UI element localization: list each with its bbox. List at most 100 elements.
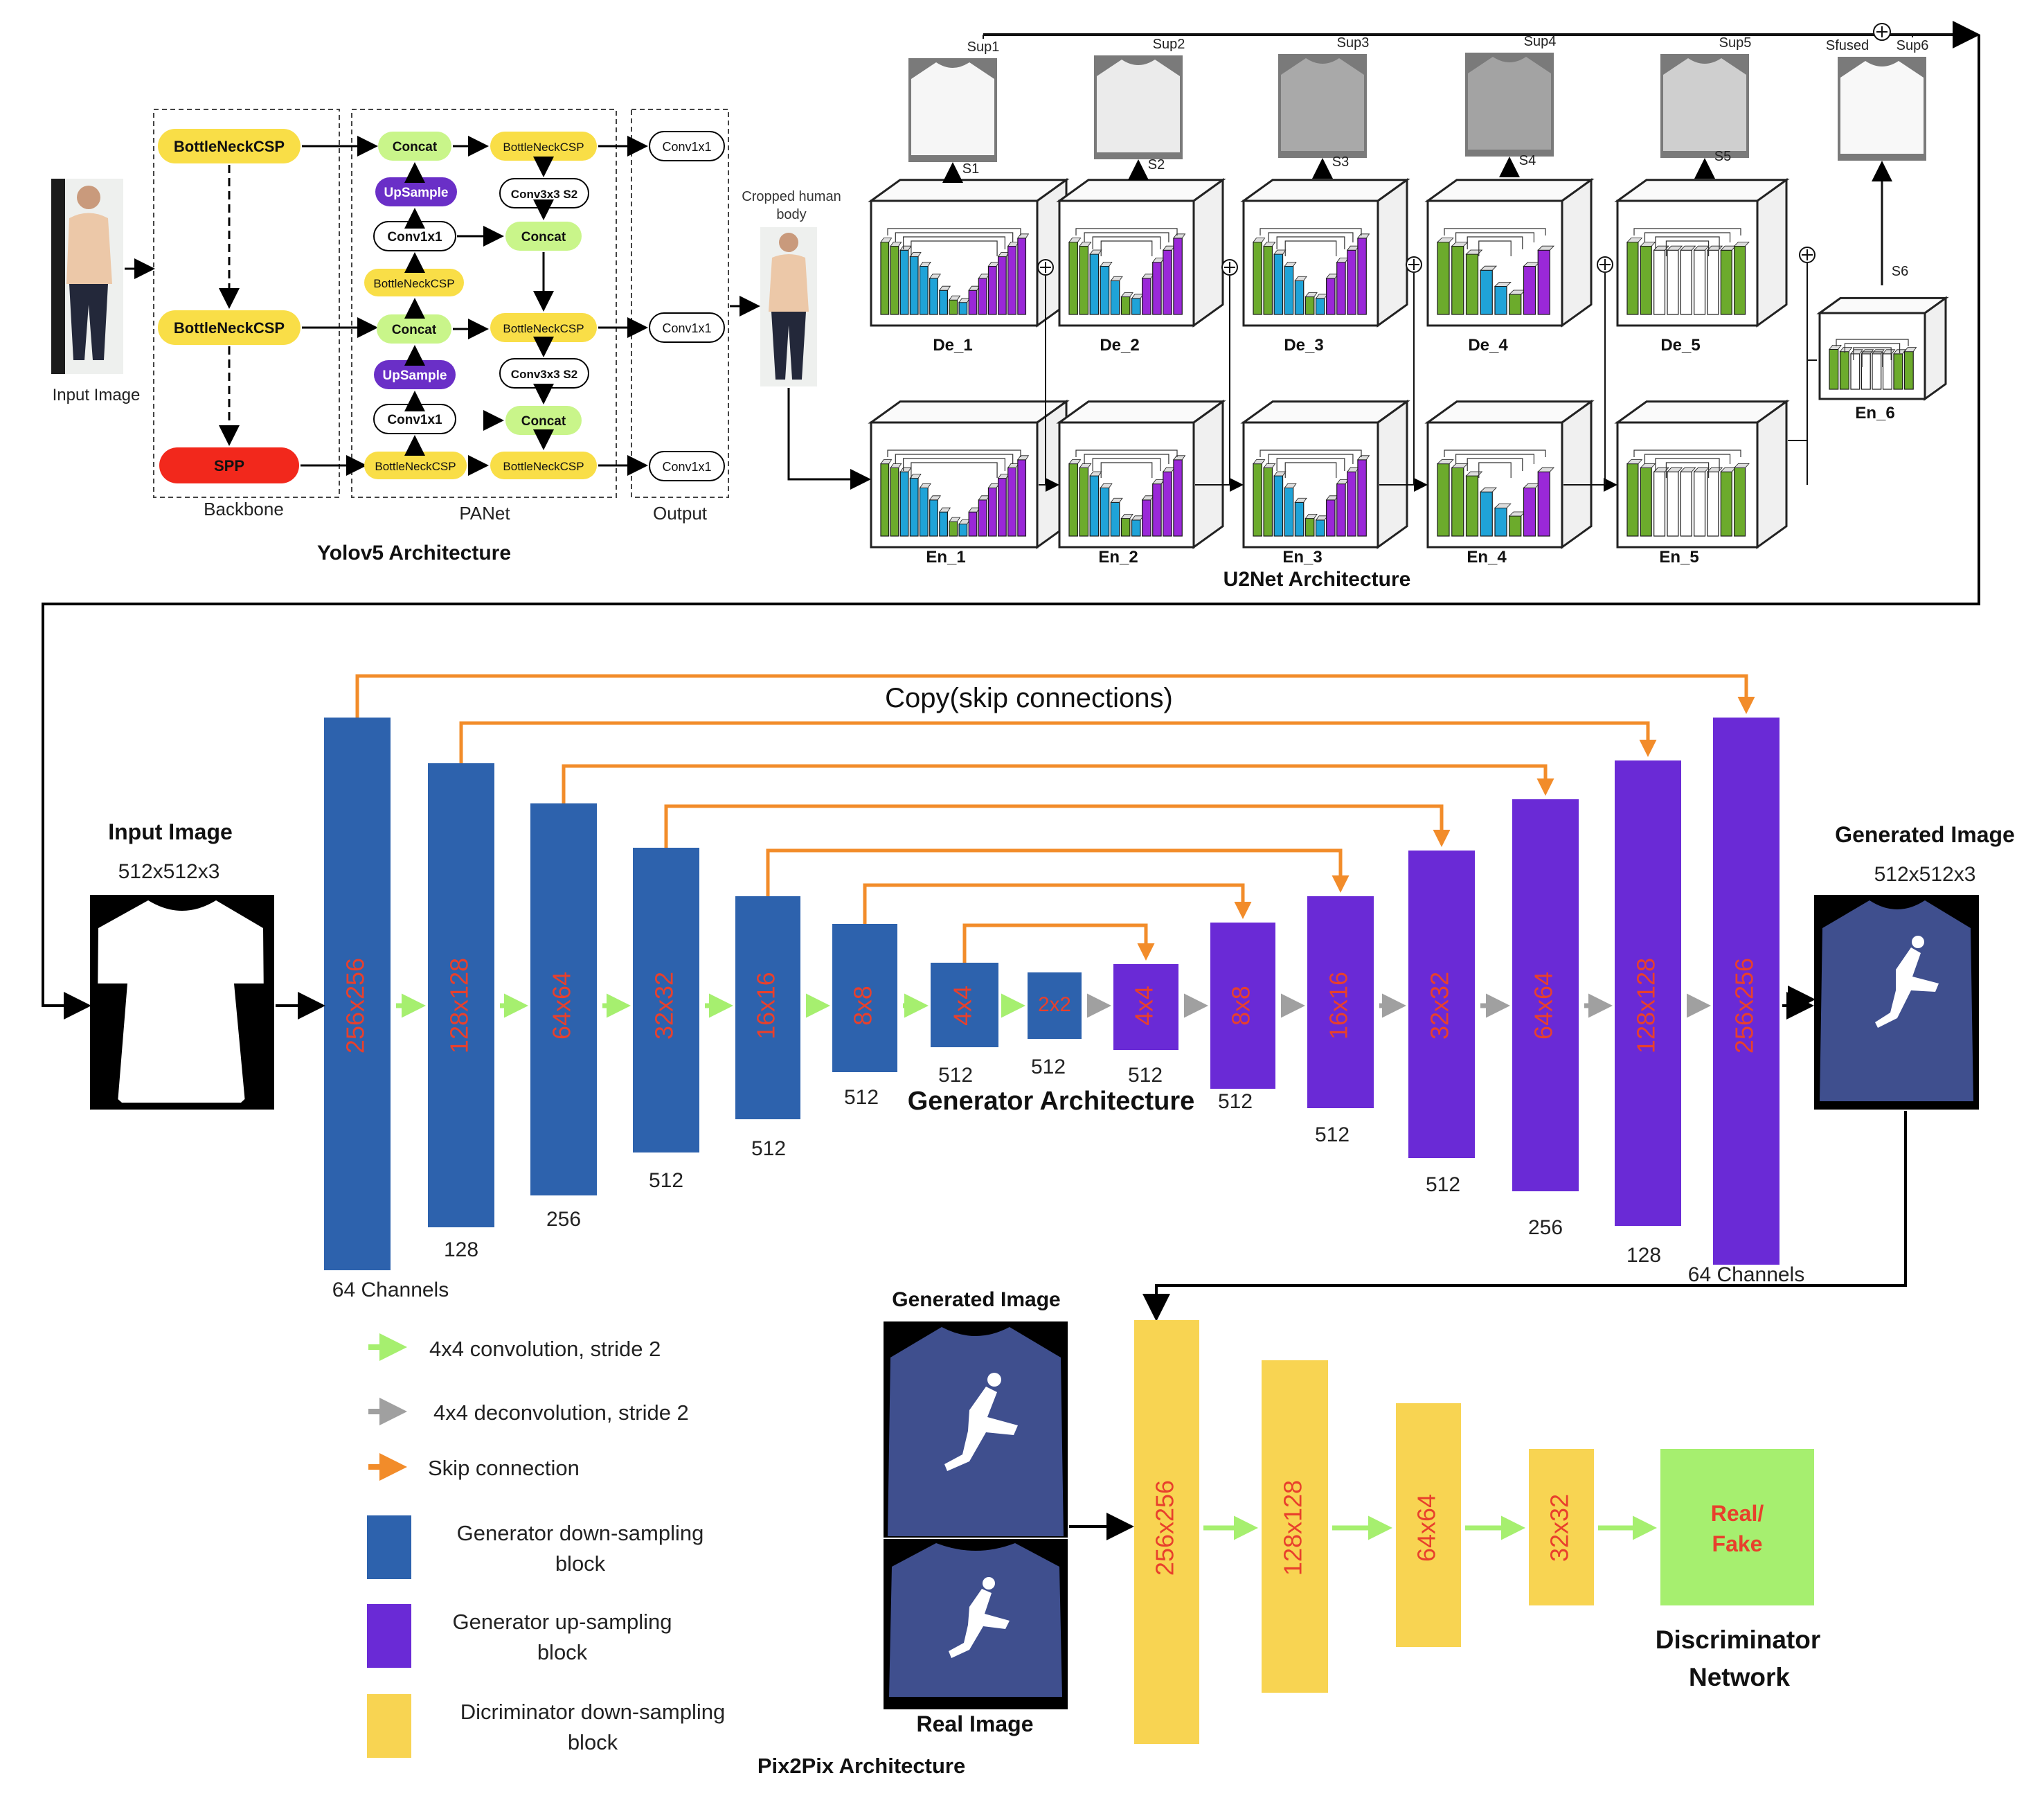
legend: 4x4 convolution, stride 2 4x4 deconvolut… — [367, 1333, 725, 1758]
sup-label-6: Sup6 — [1897, 38, 1929, 53]
disc-size-3: 64x64 — [1413, 1494, 1441, 1562]
rsu-bars — [1829, 339, 1917, 390]
cropped-label-1: Cropped human — [742, 189, 841, 204]
sup-image-3 — [1278, 54, 1367, 158]
disc-block-4 — [1529, 1449, 1594, 1605]
backbone-node-1: BottleNeckCSP — [158, 129, 301, 163]
legend-deconv-label: 4x4 deconvolution, stride 2 — [433, 1400, 689, 1425]
svg-text:BottleNeckCSP: BottleNeckCSP — [503, 460, 584, 473]
gen-down-size-6: 8x8 — [849, 986, 877, 1026]
legend-skip-label: Skip connection — [428, 1456, 580, 1480]
rsu-bars — [880, 228, 1030, 315]
svg-text:UpSample: UpSample — [384, 186, 449, 200]
output-conv1x1-1: Conv1x1 — [649, 131, 725, 161]
gen-up-ch-5: 256 — [1528, 1216, 1563, 1239]
rsu-bars — [1068, 450, 1186, 537]
svg-text:BottleNeckCSP: BottleNeckCSP — [373, 277, 454, 290]
panet-upsample-2: UpSample — [374, 360, 456, 389]
gen-up-block-1 — [1113, 964, 1178, 1050]
gen-input-image — [90, 895, 274, 1110]
gen-down-ch-4: 512 — [649, 1169, 683, 1192]
backbone-node-spp: SPP — [159, 447, 299, 483]
yolo-section: Input Image Backbone PANet Output Yolov5… — [51, 109, 871, 564]
gen-down-block-6 — [832, 924, 897, 1072]
gen-up-block-6 — [1615, 760, 1681, 1226]
disc-output-line1: Real/ — [1711, 1501, 1764, 1526]
sup-label-1: Sup1 — [967, 39, 1000, 55]
gen-down-size-8: 2x2 — [1038, 993, 1071, 1016]
rsu-bars — [1253, 450, 1370, 537]
svg-text:Concat: Concat — [521, 414, 566, 429]
gen-down-size-4: 32x32 — [650, 972, 679, 1040]
cropped-body-image — [760, 227, 817, 386]
sup-image-4 — [1465, 53, 1554, 157]
gen-output-size: 512x512x3 — [1874, 863, 1976, 886]
svg-text:Conv1x1: Conv1x1 — [662, 321, 711, 335]
encoder-block-1 — [868, 399, 1070, 549]
legend-disc-line1: Dicriminator down-sampling — [460, 1700, 725, 1724]
legend-conv-label: 4x4 convolution, stride 2 — [429, 1337, 661, 1361]
encoder-label-5: En_5 — [1659, 548, 1698, 567]
disc-generated-image — [884, 1321, 1068, 1538]
encoder-label-6: En_6 — [1855, 404, 1894, 422]
decoder-label-3: De_3 — [1284, 336, 1323, 355]
side-label-5: S5 — [1714, 149, 1731, 164]
svg-text:Conv1x1: Conv1x1 — [662, 140, 711, 154]
gen-down-block-7 — [931, 963, 998, 1047]
encoder-label-1: En_1 — [926, 548, 965, 567]
sfused-label: Sfused — [1826, 38, 1869, 53]
panet-concat-1: Concat — [378, 132, 451, 161]
yolo-input-image — [51, 179, 123, 374]
svg-text:BottleNeckCSP: BottleNeckCSP — [503, 322, 584, 335]
gen-up-ch-4: 512 — [1426, 1173, 1460, 1196]
yolo-title: Yolov5 Architecture — [317, 542, 511, 564]
encoder-block-5 — [1614, 399, 1790, 549]
skip-connection-1 — [355, 674, 1755, 718]
legend-disc-line2: block — [568, 1730, 618, 1754]
svg-text:Conv1x1: Conv1x1 — [662, 460, 711, 474]
panet-label: PANet — [459, 503, 510, 524]
gen-up-ch-6: 128 — [1626, 1244, 1661, 1267]
rsu-bars — [1437, 228, 1555, 315]
disc-block-1 — [1134, 1320, 1199, 1744]
svg-text:UpSample: UpSample — [383, 368, 447, 383]
gen-down-ch-8: 512 — [1031, 1056, 1066, 1078]
svg-text:SPP: SPP — [214, 457, 244, 474]
side-label-6: S6 — [1892, 264, 1908, 279]
encoder-label-3: En_3 — [1282, 548, 1322, 567]
backbone-box — [153, 109, 340, 498]
gen-down-block-1 — [324, 718, 391, 1270]
skip-connection-7 — [962, 923, 1155, 963]
gen-down-block-3 — [530, 803, 597, 1195]
encoder-block-6 — [1816, 296, 1949, 401]
side-label-3: S3 — [1332, 154, 1349, 170]
gen-down-block-5 — [735, 896, 800, 1119]
encoder-label-4: En_4 — [1467, 548, 1507, 567]
gen-down-block-4 — [633, 848, 699, 1152]
panet-r-bottleneck-2: BottleNeckCSP — [490, 313, 597, 342]
gen-down-ch-2: 128 — [444, 1238, 478, 1261]
legend-gen-up-line1: Generator up-sampling — [452, 1610, 672, 1634]
gen-down-size-1: 256x256 — [341, 958, 370, 1053]
disc-size-2: 128x128 — [1279, 1480, 1307, 1576]
gen-up-block-4 — [1408, 851, 1475, 1158]
panet-concat-2: Concat — [377, 314, 451, 344]
disc-generated-label: Generated Image — [892, 1288, 1060, 1311]
decoder-label-5: De_5 — [1660, 336, 1700, 355]
svg-text:BottleNeckCSP: BottleNeckCSP — [375, 460, 456, 473]
svg-text:Concat: Concat — [392, 323, 437, 337]
skip-connection-2 — [459, 721, 1657, 763]
rsu-bars — [1437, 450, 1555, 537]
output-label: Output — [653, 503, 708, 524]
svg-text:Conv3x3 S2: Conv3x3 S2 — [511, 368, 577, 381]
legend-gen-down-line2: block — [555, 1551, 606, 1576]
legend-gen-up-swatch — [367, 1604, 411, 1668]
decoder-block-4 — [1424, 177, 1595, 328]
gen-down-size-7: 4x4 — [949, 986, 977, 1026]
decoder-block-1 — [868, 177, 1070, 328]
disc-title-line1: Discriminator — [1656, 1626, 1821, 1654]
panet-r-bottleneck-1: BottleNeckCSP — [490, 132, 597, 161]
